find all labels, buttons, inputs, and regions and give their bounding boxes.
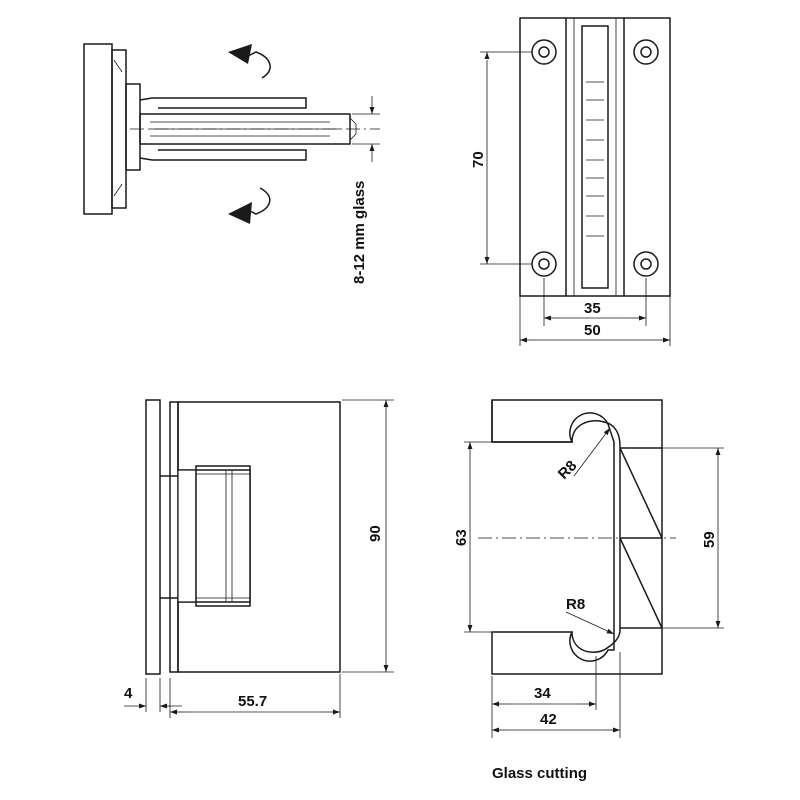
front-view: 70 35 50	[470, 17, 671, 346]
glass-cutting-caption: Glass cutting	[492, 765, 587, 782]
profile-view: 90 4 55.7	[124, 399, 394, 718]
hinge-stem	[125, 83, 141, 171]
rotate-open-icon	[247, 51, 271, 79]
dim-34-label: 34	[534, 685, 551, 702]
dim-59-label: 59	[701, 531, 718, 548]
hinge-barrel	[581, 25, 609, 289]
glass-cutting-view: R8 R8 63 59 34 42 Glass cutting	[453, 399, 724, 782]
rotate-close-icon	[247, 187, 271, 215]
glass-thickness-label: 8-12 mm glass	[351, 181, 368, 284]
radius-top-label: R8	[555, 457, 581, 483]
dim-35-label: 35	[584, 300, 601, 317]
glass-cutout-outline	[491, 399, 663, 675]
back-plate	[145, 399, 161, 675]
wall-hatch	[83, 43, 113, 215]
wall-plate	[111, 49, 127, 209]
dim-50-label: 50	[584, 322, 601, 339]
hinge-front-outline	[519, 17, 671, 297]
screw-hole-icon	[531, 39, 659, 277]
dim-42-label: 42	[540, 711, 557, 728]
clamp-body	[139, 97, 307, 161]
dim-90-label: 90	[367, 525, 384, 542]
radius-bottom-label: R8	[566, 596, 585, 613]
dim-4-label: 4	[124, 685, 133, 702]
cutout-notch	[491, 400, 621, 653]
dim-70-label: 70	[470, 151, 487, 168]
dim-55-7-label: 55.7	[238, 693, 267, 710]
side-view: 8-12 mm glass	[83, 43, 380, 284]
dim-63-label: 63	[453, 529, 470, 546]
